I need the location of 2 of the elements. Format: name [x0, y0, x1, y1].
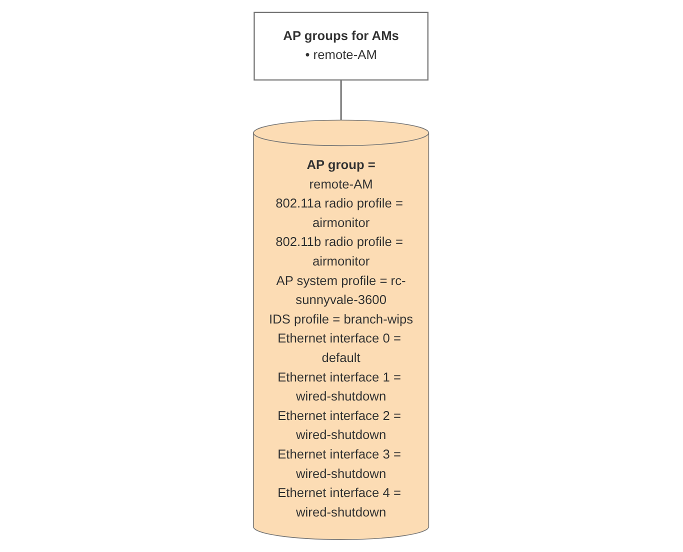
node-box: AP groups for AMs • remote-AM	[254, 12, 429, 81]
connector	[340, 80, 342, 120]
